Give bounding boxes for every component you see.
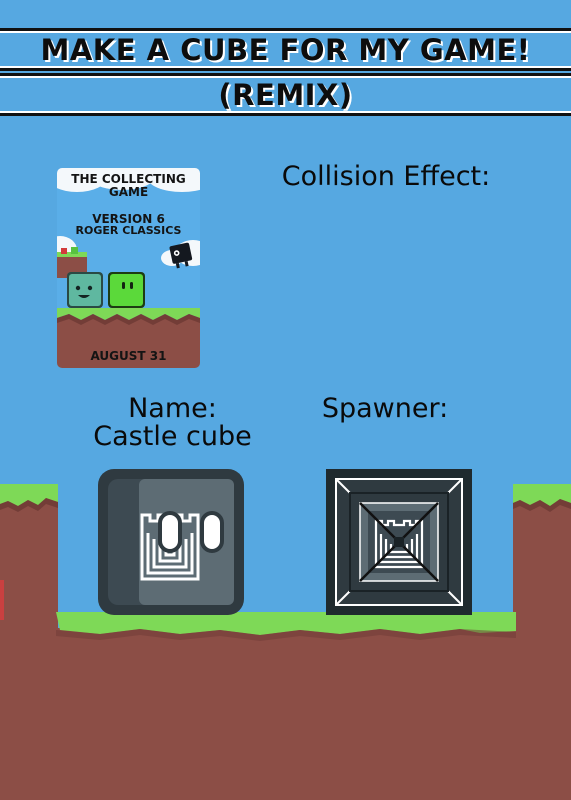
poster-date: AUGUST 31 — [90, 349, 167, 363]
title-banner: MAKE A CUBE FOR MY GAME! — [0, 28, 571, 71]
name-value: Castle cube — [93, 421, 252, 452]
poster-author: ROGER CLASSICS — [75, 224, 182, 237]
castle-cube-sprite[interactable] — [98, 469, 248, 617]
poster-title-line1: THE COLLECTING — [71, 172, 186, 186]
collision-effect-label: Collision Effect: — [281, 161, 491, 192]
floor-dirt — [0, 628, 571, 800]
spawner-sprite[interactable] — [326, 469, 474, 617]
game-poster-thumbnail[interactable]: THE COLLECTING GAME VERSION 6 ROGER CLAS… — [57, 168, 200, 368]
poster-title-line2: GAME — [108, 185, 149, 199]
subtitle-banner: (REMIX) — [0, 73, 571, 116]
poster-art — [57, 242, 200, 368]
spawner-castle-icon — [374, 519, 424, 569]
title-text: MAKE A CUBE FOR MY GAME! — [40, 32, 531, 67]
name-label: Name: — [128, 393, 217, 424]
left-pillar-grass — [0, 484, 58, 506]
spawner-label: Spawner: — [321, 393, 449, 424]
right-pillar-grass — [513, 484, 571, 506]
subtitle-text: (REMIX) — [218, 77, 353, 112]
floor-grass — [56, 612, 516, 635]
poster-version: VERSION 6 — [92, 212, 165, 226]
